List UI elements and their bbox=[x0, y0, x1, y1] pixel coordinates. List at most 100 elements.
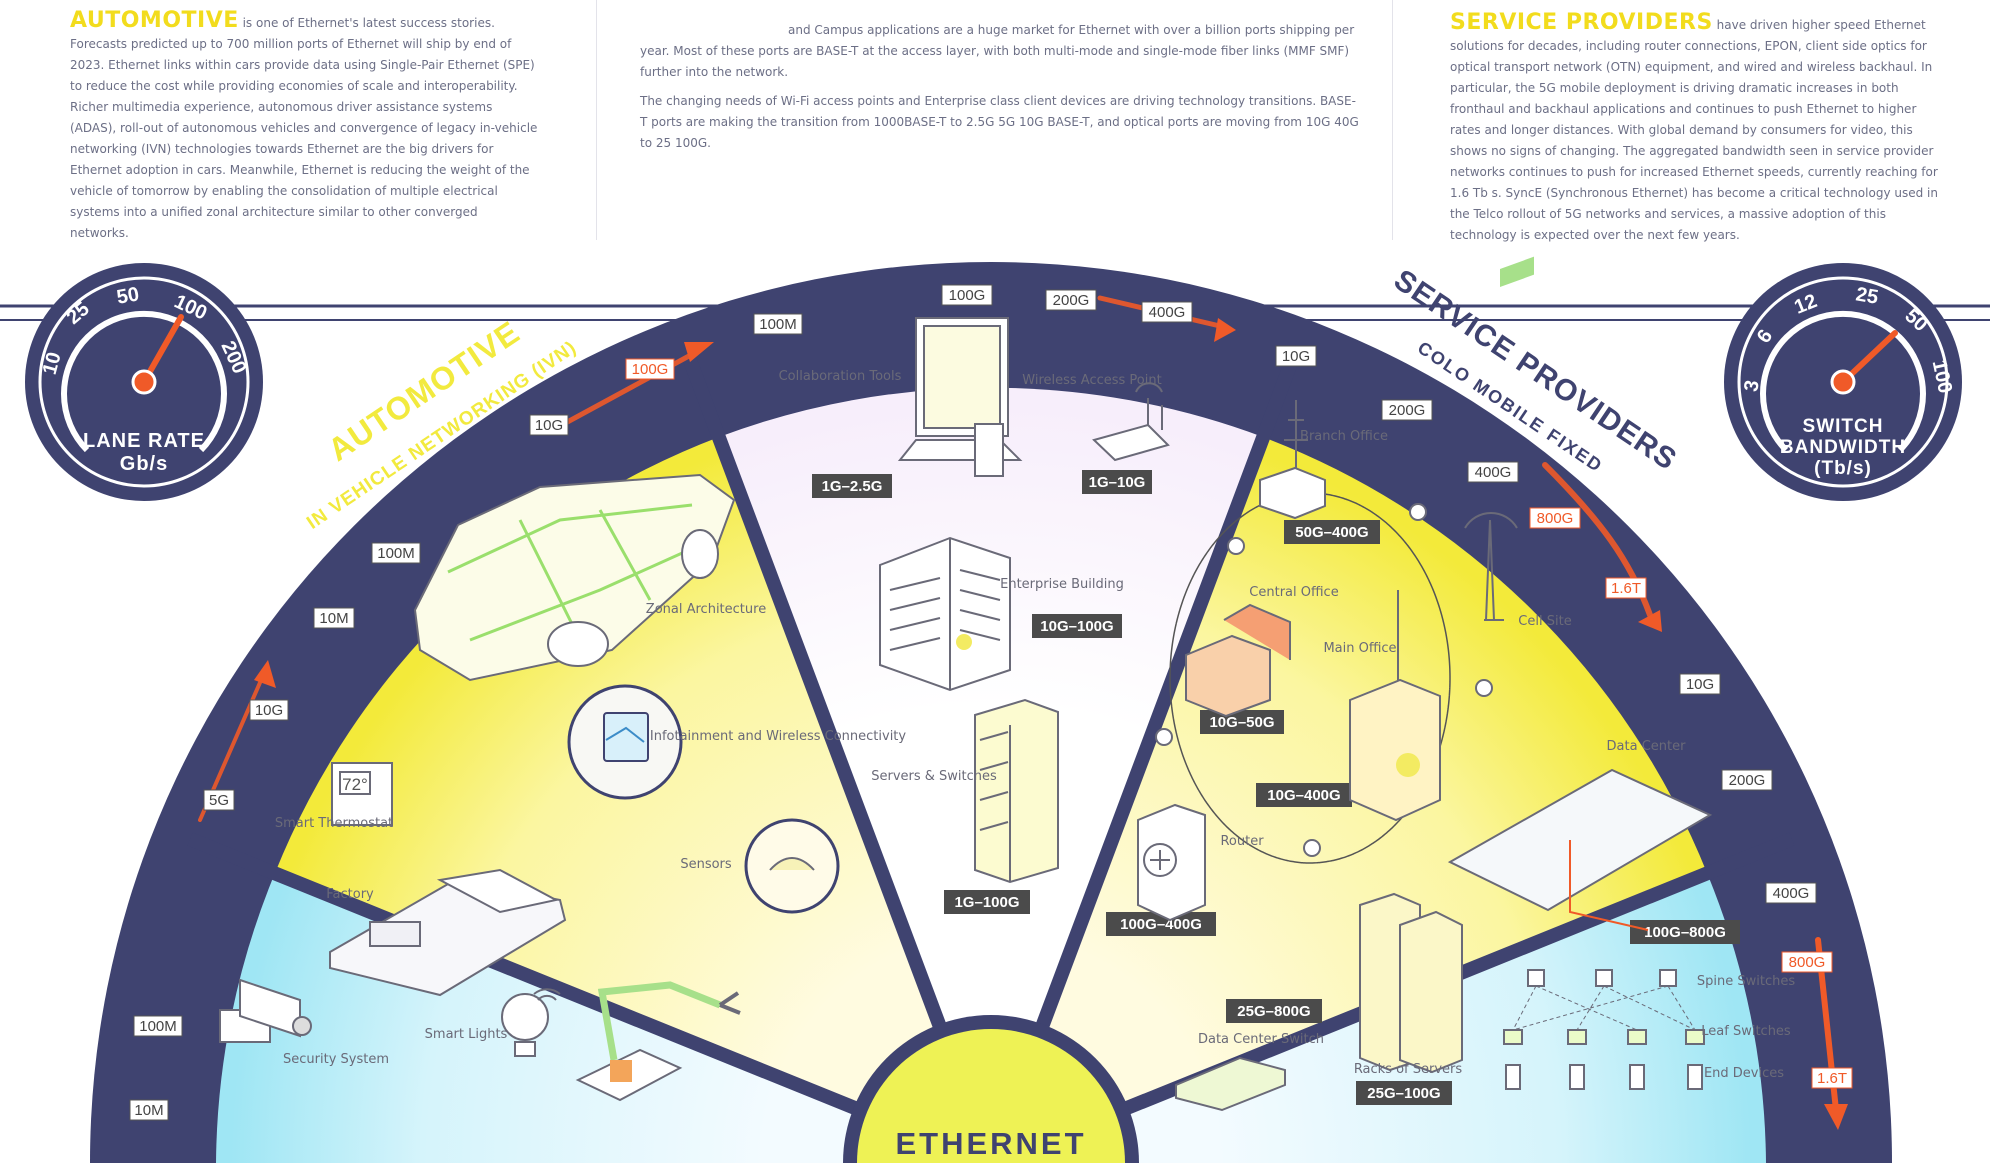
speed-tag-label: 10M bbox=[319, 610, 348, 627]
label-racks: Racks of Servers bbox=[1354, 1062, 1463, 1077]
range-badge-label: 100G–800G bbox=[1644, 924, 1726, 941]
intro-service-text: have driven higher speed Ethernet soluti… bbox=[1450, 18, 1938, 242]
speed-tag-label: 800G bbox=[1537, 510, 1574, 527]
speed-tag-label: 100M bbox=[377, 545, 415, 562]
label-building: Enterprise Building bbox=[1000, 577, 1124, 592]
label-lights: Smart Lights bbox=[425, 1027, 508, 1042]
lane-title: LANE RATE bbox=[83, 430, 205, 452]
speed-tag-label: 400G bbox=[1773, 885, 1810, 902]
intro-service-lead: SERVICE PROVIDERS bbox=[1450, 10, 1713, 35]
range-badge bbox=[1032, 614, 1122, 638]
range-badge-label: 10G–400G bbox=[1267, 787, 1340, 804]
speed-tag bbox=[203, 789, 235, 811]
range-badge bbox=[1082, 470, 1152, 494]
gauge-switch-bandwidth: 3 6 12 25 50 100 SWITCH BANDWIDTH (Tb/s) bbox=[1724, 263, 1962, 501]
speed-tag-label: 100M bbox=[759, 316, 797, 333]
intro-automotive-lead: AUTOMOTIVE bbox=[70, 8, 239, 33]
spine-leaf-icon bbox=[1503, 969, 1705, 1090]
label-dcswitch: Data Center Switch bbox=[1198, 1032, 1324, 1047]
switch-title2: BANDWIDTH bbox=[1780, 437, 1906, 458]
branch-office-icon bbox=[1259, 400, 1326, 520]
speed-tag bbox=[1275, 345, 1317, 367]
speed-tag-label: 400G bbox=[1149, 304, 1186, 321]
speed-tag-label: 1.6T bbox=[1611, 580, 1641, 597]
main-office-icon bbox=[1349, 590, 1441, 822]
speed-tag bbox=[941, 284, 993, 306]
ethernet-hub: ETHERNET bbox=[843, 1015, 1139, 1163]
cell-tower-icon bbox=[1464, 511, 1518, 621]
range-badge-label: 1G–100G bbox=[954, 894, 1019, 911]
speed-tag-label: 10G bbox=[1686, 676, 1714, 693]
car-zonal-icon bbox=[413, 473, 736, 682]
speed-tag-label: 800G bbox=[1789, 954, 1826, 971]
speed-tag bbox=[1605, 577, 1647, 599]
robot-arm-icon bbox=[575, 981, 741, 1102]
speed-tag bbox=[625, 358, 675, 380]
label-zonal: Zonal Architecture bbox=[646, 602, 766, 617]
security-camera-icon bbox=[219, 978, 312, 1043]
automotive-arrowhead bbox=[684, 342, 714, 362]
speed-tag-label: 100G bbox=[949, 287, 986, 304]
divider-left bbox=[596, 0, 597, 240]
range-badge bbox=[1200, 710, 1284, 734]
label-infotainment: Infotainment and Wireless Connectivity bbox=[650, 729, 907, 744]
range-badge-label: 25G–100G bbox=[1367, 1085, 1440, 1102]
label-sensors: Sensors bbox=[680, 857, 732, 872]
enterprise-subtitle: CAMPUS AND BRANCH bbox=[874, 231, 1107, 252]
range-badges: 1G–2.5G 1G–10G 10G–100G 1G–100G 50G–400G… bbox=[812, 470, 1740, 1105]
automation-arrowhead bbox=[254, 660, 276, 688]
label-leaf: Leaf Switches bbox=[1701, 1024, 1791, 1039]
speed-tag-label: 5G bbox=[209, 792, 229, 809]
range-badge bbox=[1630, 920, 1740, 944]
service-arrowhead bbox=[1638, 610, 1662, 632]
range-badge-label: 1G–10G bbox=[1089, 474, 1146, 491]
label-security: Security System bbox=[283, 1052, 389, 1067]
intro-enterprise-p1-text: and Campus applications are a huge marke… bbox=[640, 23, 1355, 79]
speed-tag bbox=[529, 414, 569, 436]
range-badge bbox=[1356, 1081, 1452, 1105]
range-badge-label: 10G–100G bbox=[1040, 618, 1113, 635]
speed-tag bbox=[1781, 951, 1833, 973]
range-badge-label: 25G–800G bbox=[1237, 1003, 1310, 1020]
range-badge bbox=[1226, 999, 1322, 1023]
intro-enterprise: and Campus applications are a huge marke… bbox=[640, 20, 1360, 162]
intro-enterprise-p2: The changing needs of Wi-Fi access point… bbox=[640, 94, 1359, 150]
speed-tag bbox=[249, 699, 289, 721]
label-servers: Servers & Switches bbox=[871, 769, 997, 784]
servers-switches-icon bbox=[974, 698, 1059, 884]
range-badge-label: 100G–400G bbox=[1120, 916, 1202, 933]
label-factory: Factory bbox=[326, 887, 374, 902]
central-office-icon bbox=[1185, 603, 1291, 718]
ethernet-label: ETHERNET bbox=[895, 1126, 1086, 1161]
range-badge-label: 50G–400G bbox=[1295, 524, 1368, 541]
lane-unit: Gb/s bbox=[120, 453, 168, 475]
range-badge bbox=[812, 474, 892, 498]
speed-tag-label: 200G bbox=[1053, 292, 1090, 309]
speed-tag-label: 10G bbox=[1282, 348, 1310, 365]
range-badge bbox=[1284, 520, 1380, 544]
label-collab: Collaboration Tools bbox=[779, 369, 902, 384]
racks-icon bbox=[1359, 892, 1463, 1074]
speed-tag bbox=[1679, 673, 1721, 695]
range-badge-label: 1G–2.5G bbox=[822, 478, 883, 495]
sensors-icon bbox=[744, 818, 840, 914]
label-wap: Wireless Access Point bbox=[1022, 373, 1161, 388]
speed-tag-label: 400G bbox=[1475, 464, 1512, 481]
label-dc: Data Center bbox=[1607, 739, 1687, 754]
label-main: Main Office bbox=[1323, 641, 1396, 656]
speed-tag bbox=[129, 1099, 169, 1121]
intro-service: SERVICE PROVIDERS have driven higher spe… bbox=[1450, 12, 1950, 246]
data-center-icon bbox=[1447, 256, 1713, 931]
speed-tag-label: 200G bbox=[1389, 402, 1426, 419]
range-badge bbox=[944, 890, 1030, 914]
speed-tag-label: 100G bbox=[632, 361, 669, 378]
label-router: Router bbox=[1220, 834, 1264, 849]
dc-switch-icon bbox=[1175, 1056, 1286, 1112]
divider-right bbox=[1392, 0, 1393, 240]
thermostat-reading: 72° bbox=[342, 775, 368, 794]
speed-tag bbox=[1141, 301, 1193, 323]
label-thermostat: Smart Thermostat bbox=[275, 816, 393, 831]
label-spine: Spine Switches bbox=[1697, 974, 1795, 989]
illustrations: 72° bbox=[219, 256, 1713, 1112]
